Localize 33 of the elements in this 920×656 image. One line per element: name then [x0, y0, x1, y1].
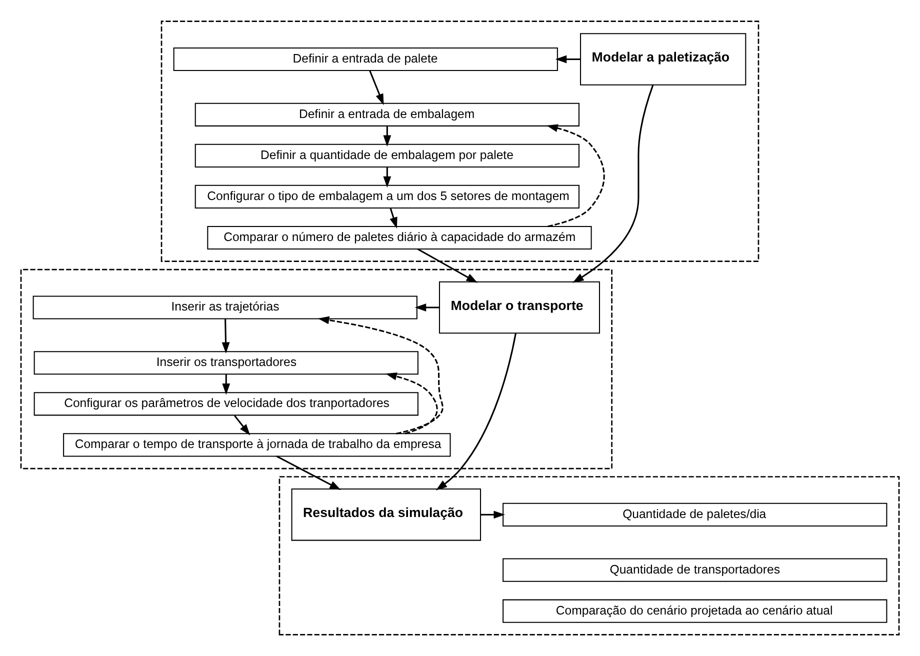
arrow	[383, 126, 392, 147]
arrow	[436, 333, 516, 490]
node-box: Configurar os parâmetros de velocidade dos tranportadores	[34, 392, 418, 416]
cluster	[20, 268, 612, 470]
node-box: Configurar o tipo de embalagem a um dos 5 setores de montagem	[194, 184, 580, 208]
node-box: Comparar o tempo de transporte à jornada de trabalho da empresa	[63, 433, 451, 457]
node-box: Modelar o transporte	[438, 281, 600, 334]
arrow	[414, 304, 440, 312]
arrow	[572, 84, 654, 283]
node-box: Definir a quantidade de embalagem por palete	[194, 144, 580, 168]
node-box: Definir a entrada de palete	[173, 47, 558, 72]
cluster	[278, 476, 900, 636]
arrow	[480, 510, 506, 519]
node-box: Inserir as trajetórias	[32, 296, 418, 320]
arrow	[385, 372, 438, 434]
node-box: Modelar a paletização	[580, 33, 746, 86]
arrow	[546, 124, 605, 228]
cluster	[160, 20, 760, 262]
arrow	[222, 374, 230, 395]
node-box: Inserir os transportadores	[34, 351, 418, 375]
arrow	[222, 318, 230, 354]
arrow	[555, 55, 580, 64]
arrow	[383, 167, 392, 188]
node-box: Quantidade de transportadores	[502, 558, 888, 582]
arrow	[234, 415, 250, 436]
arrow	[318, 316, 444, 434]
node-box: Comparação do cenário projetada ao cenário atual	[502, 599, 888, 623]
arrow	[390, 208, 398, 229]
node-box: Resultados da simulação	[291, 488, 482, 541]
node-box: Comparar o número de paletes diário à capacidade do armazém	[207, 226, 592, 250]
arrow	[369, 70, 384, 106]
node-box: Quantidade de paletes/dia	[502, 502, 888, 526]
node-box: Definir a entrada de embalagem	[194, 102, 580, 126]
